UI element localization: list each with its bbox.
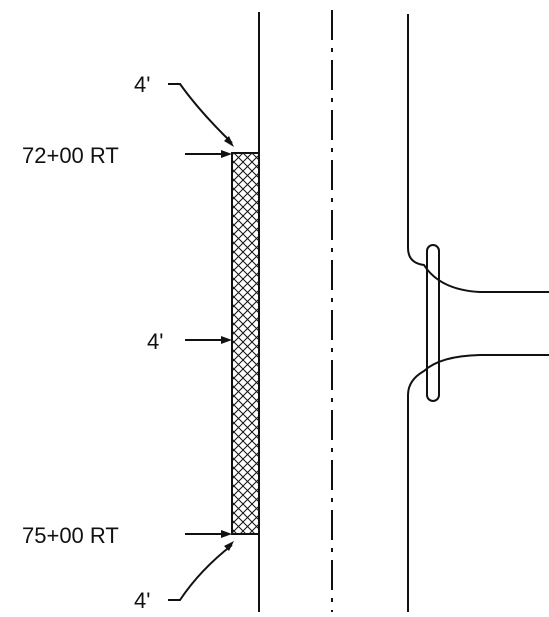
side-road-lower-edge	[407, 354, 549, 612]
width-label: 4'	[147, 329, 163, 354]
pipe-symbol	[426, 244, 440, 402]
hatched-shoulder-strip	[231, 152, 260, 535]
right-edge-line	[407, 14, 549, 293]
start-station-arrowhead	[221, 150, 232, 158]
end-station-label: 75+00 RT	[22, 523, 119, 548]
start-station-label: 72+00 RT	[22, 143, 119, 168]
end-station-arrowhead	[221, 530, 232, 538]
top-offset-arrowhead	[224, 136, 234, 147]
top-offset-label: 4'	[134, 72, 150, 97]
bottom-offset-label: 4'	[134, 588, 150, 613]
bottom-offset-leader	[168, 544, 233, 601]
top-offset-leader	[168, 83, 233, 144]
width-arrowhead	[221, 336, 232, 344]
bottom-offset-arrowhead	[224, 541, 234, 551]
